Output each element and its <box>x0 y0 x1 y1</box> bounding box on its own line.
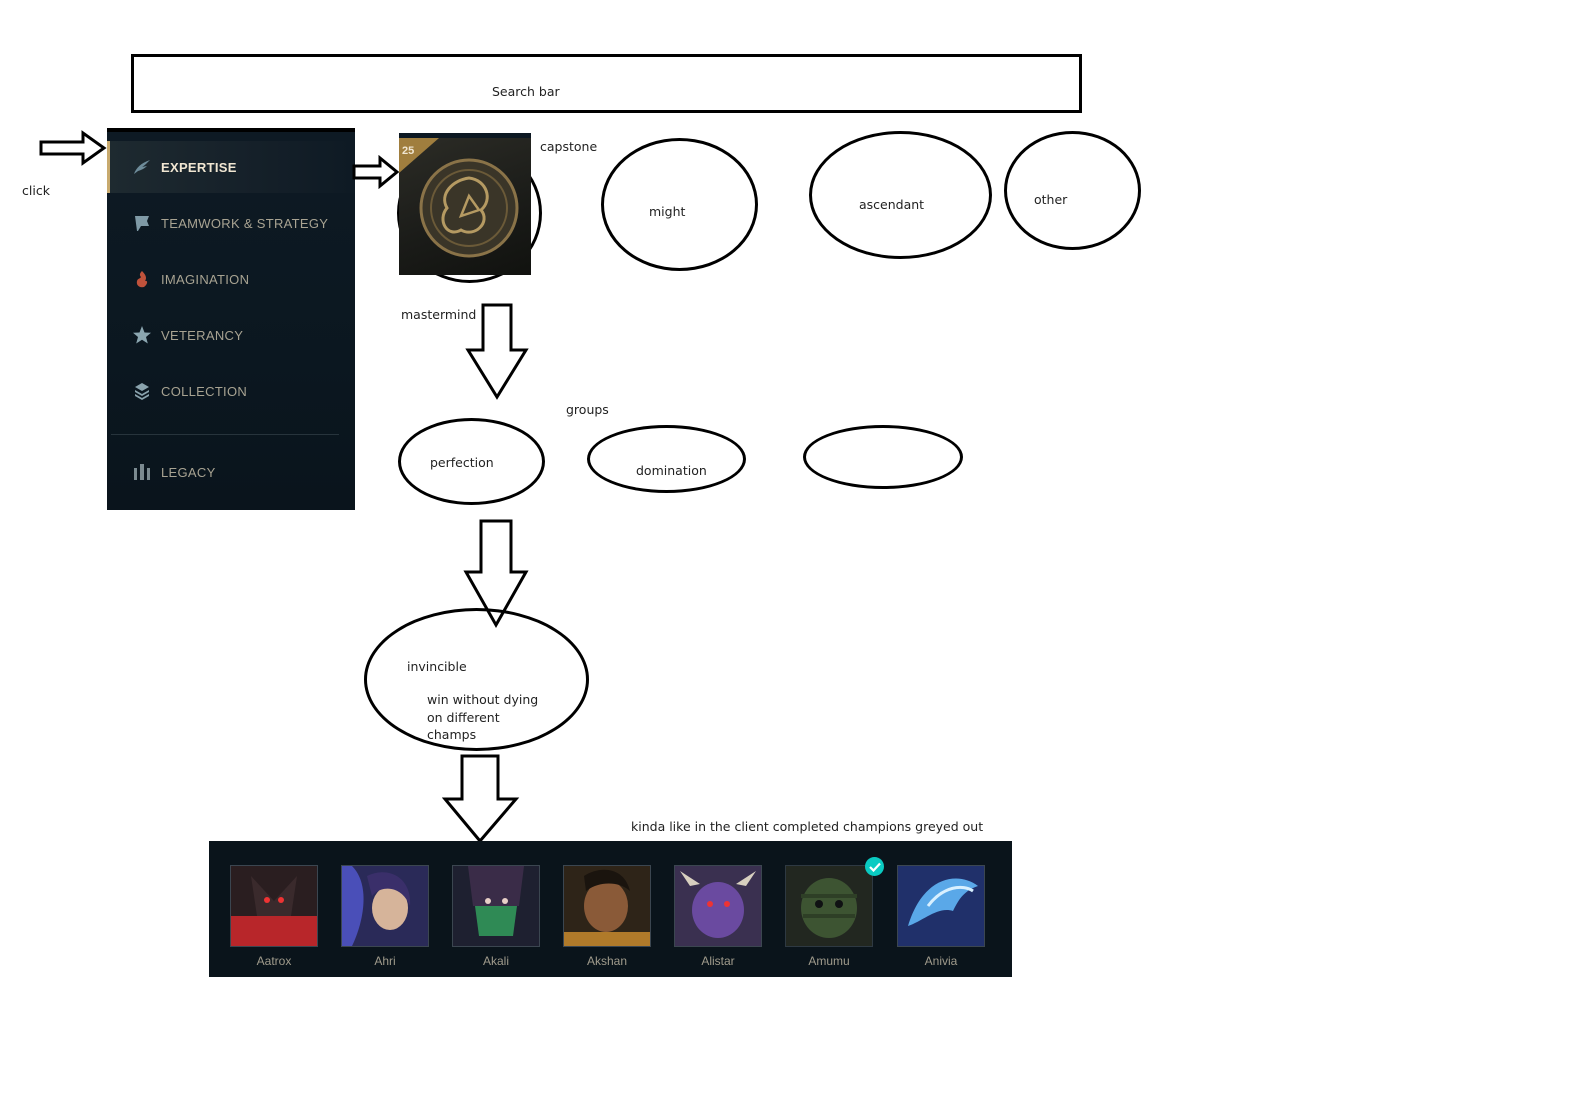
star-icon <box>131 324 153 346</box>
champion-portrait <box>563 865 651 947</box>
sidebar-item-label: TEAMWORK & STRATEGY <box>161 215 329 231</box>
champion-portrait <box>341 865 429 947</box>
sidebar-item-label: IMAGINATION <box>161 271 250 287</box>
flame-icon <box>131 268 153 290</box>
invincible-ellipse[interactable]: invincible win without dying on differen… <box>364 608 589 751</box>
champion-portrait <box>897 865 985 947</box>
completed-check-icon <box>865 857 884 876</box>
champion-card-amumu[interactable]: Amumu <box>785 865 873 973</box>
sidebar-item-label: EXPERTISE <box>161 159 237 175</box>
champion-portrait <box>674 865 762 947</box>
challenge-desc-line3: champs <box>427 727 477 742</box>
champion-portrait-image <box>231 866 317 946</box>
challenge-title: invincible <box>407 659 467 674</box>
ascendant-label: ascendant <box>859 197 925 212</box>
down-arrow-icon <box>463 519 529 629</box>
sidebar-item-imagination[interactable]: IMAGINATION <box>107 253 355 305</box>
sidebar-item-legacy[interactable]: LEGACY <box>107 446 355 498</box>
champion-portrait-image <box>675 866 761 946</box>
wing-icon <box>131 156 153 178</box>
champion-portrait-image <box>342 866 428 946</box>
sidebar-item-collection[interactable]: COLLECTION <box>107 365 355 417</box>
champion-portrait <box>785 865 873 947</box>
search-bar[interactable]: Search bar <box>131 54 1082 113</box>
triskelion-emblem-icon: 25 <box>399 138 519 258</box>
champion-name: Anivia <box>924 954 958 968</box>
champion-portrait-image <box>786 866 872 946</box>
other-ellipse[interactable]: other <box>1004 131 1141 250</box>
might-label: might <box>649 204 686 219</box>
sidebar-item-expertise[interactable]: EXPERTISE <box>107 141 355 193</box>
groups-note: groups <box>566 402 609 417</box>
flag-icon <box>131 212 153 234</box>
capstone-level: 25 <box>402 145 414 157</box>
challenge-desc-line2: on different <box>427 710 500 725</box>
sidebar-item-label: LEGACY <box>161 464 216 480</box>
champion-name: Akshan <box>586 954 628 968</box>
challenge-desc-line1: win without dying <box>427 692 539 707</box>
layers-icon <box>131 380 153 402</box>
champion-portrait <box>452 865 540 947</box>
champion-portrait-image <box>453 866 539 946</box>
pillars-icon <box>131 461 153 483</box>
sidebar-divider <box>111 434 339 435</box>
right-arrow-icon <box>39 130 107 166</box>
sidebar-item-label: COLLECTION <box>161 383 248 399</box>
champion-portrait-image <box>564 866 650 946</box>
champion-card-alistar[interactable]: Alistar <box>674 865 762 973</box>
champion-name: Aatrox <box>256 954 292 968</box>
champion-card-akali[interactable]: Akali <box>452 865 540 973</box>
champion-card-aatrox[interactable]: Aatrox <box>230 865 318 973</box>
champion-name: Amumu <box>808 954 850 968</box>
champion-name: Alistar <box>701 954 735 968</box>
champion-name: Akali <box>482 954 509 968</box>
domination-ellipse[interactable]: domination <box>587 425 746 493</box>
champion-strip: Aatrox Ahri Akali Akshan Alistar Amumu <box>209 841 1012 977</box>
down-arrow-icon <box>465 303 529 400</box>
sidebar-item-veterancy[interactable]: VETERANCY <box>107 309 355 361</box>
client-note: kinda like in the client completed champ… <box>631 819 984 834</box>
champion-card-ahri[interactable]: Ahri <box>341 865 429 973</box>
empty-group-ellipse[interactable] <box>803 425 963 489</box>
might-ellipse[interactable]: might <box>601 138 758 271</box>
champion-card-akshan[interactable]: Akshan <box>563 865 651 973</box>
other-label: other <box>1034 192 1068 207</box>
champion-portrait <box>230 865 318 947</box>
capstone-note: capstone <box>540 139 598 154</box>
right-arrow-icon <box>352 155 400 189</box>
sidebar-item-teamwork-strategy[interactable]: TEAMWORK & STRATEGY <box>107 197 355 249</box>
capstone-tile[interactable]: 25 <box>399 133 531 275</box>
perfection-label: perfection <box>430 455 494 470</box>
sidebar: EXPERTISE TEAMWORK & STRATEGY IMAGINATIO… <box>107 128 355 510</box>
mastermind-note: mastermind <box>401 307 477 322</box>
click-note: click <box>22 183 50 198</box>
champion-name: Ahri <box>374 954 396 968</box>
champion-portrait-image <box>898 866 984 946</box>
perfection-ellipse[interactable]: perfection <box>398 418 545 505</box>
ascendant-ellipse[interactable]: ascendant <box>809 131 992 259</box>
domination-label: domination <box>636 463 707 478</box>
down-arrow-icon <box>442 754 520 844</box>
search-bar-label: Search bar <box>492 84 560 99</box>
sidebar-item-label: VETERANCY <box>161 327 244 343</box>
champion-card-anivia[interactable]: Anivia <box>897 865 985 973</box>
